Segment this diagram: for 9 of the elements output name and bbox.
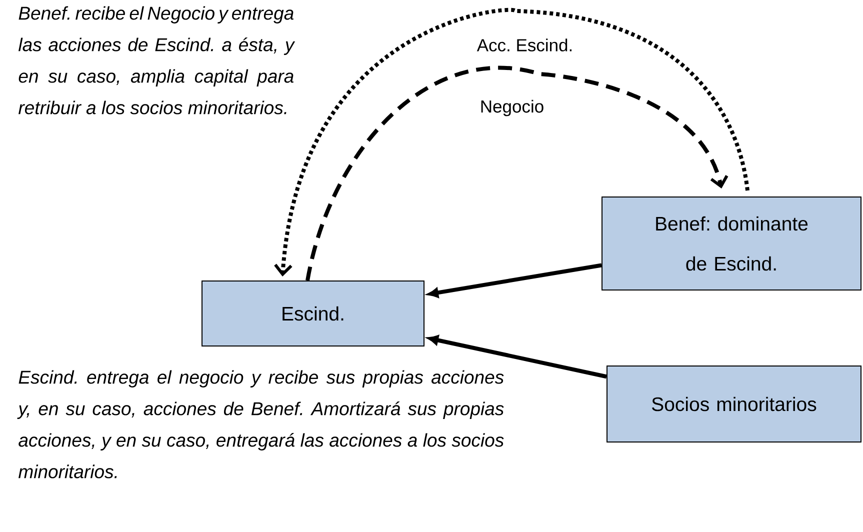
arrow: [306, 66, 728, 281]
edge-label: Acc. Escind.: [476, 38, 574, 52]
note-text: Escind. entrega el negocio y recibe sus propias acciones y, en su caso, acciones de Benef. Amortizará sus propias acciones, y en su caso, entregará las acciones a los socios minoritarios.: [17, 370, 504, 478]
edge-label: Negocio: [478, 98, 546, 118]
entity-box: Benef: dominante de Escind.: [602, 196, 862, 290]
note-text: Benef. recibe el Negocio y entrega las acciones de Escind. a ésta, y en su caso, amplia capital para retribuir a los socios minoritarios.: [18, 6, 296, 114]
arrow: [274, 8, 750, 276]
entity-box: Socios minoritarios: [606, 366, 862, 442]
entity-box: Escind.: [202, 280, 424, 346]
